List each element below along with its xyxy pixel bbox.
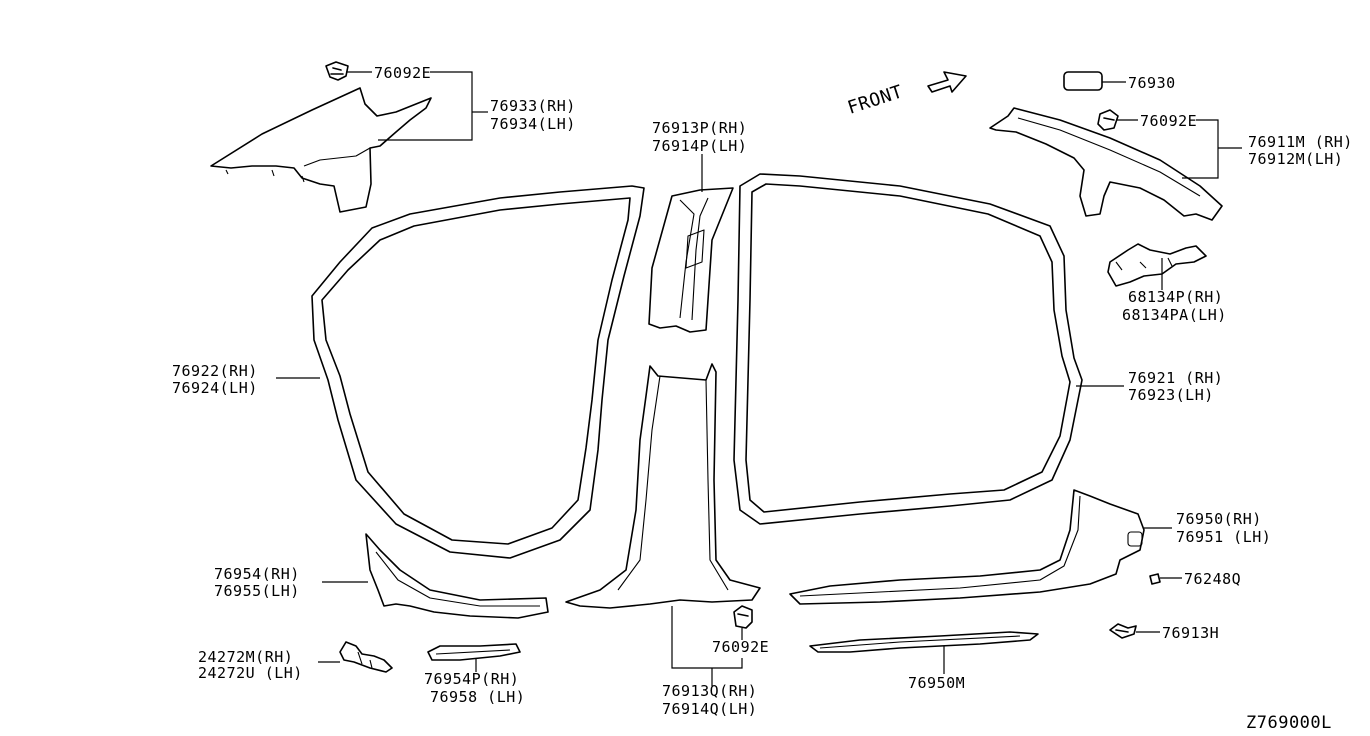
callout-76092e-top: 76092E	[374, 64, 431, 82]
diagram-code: Z769000L	[1246, 713, 1332, 733]
callout-76955-lh: 76955(LH)	[214, 582, 300, 600]
callout-68134pa-lh: 68134PA(LH)	[1122, 306, 1227, 324]
callout-76922-rh: 76922(RH)	[172, 362, 258, 380]
callout-76933-rh: 76933(RH)	[490, 97, 576, 115]
rear-kicking-plate	[365, 533, 549, 619]
callout-76954-rh: 76954(RH)	[214, 565, 300, 583]
callout-76924-lh: 76924(LH)	[172, 379, 258, 397]
clip-76092e-bottom	[733, 605, 753, 629]
clip-76913h	[1109, 623, 1137, 639]
callout-76950-rh: 76950(RH)	[1176, 510, 1262, 528]
clip-76092e-top	[325, 61, 349, 81]
front-direction-arrow	[927, 71, 967, 93]
front-pillar-trim	[989, 107, 1223, 221]
step-plate-76954p	[427, 643, 521, 661]
callout-76248q: 76248Q	[1184, 570, 1241, 588]
bracket-68134p	[1107, 243, 1207, 287]
rear-pillar-upper-trim	[210, 87, 432, 213]
callout-68134p-rh: 68134P(RH)	[1128, 288, 1223, 306]
rear-door-weatherstrip	[311, 185, 645, 559]
harness-clip-24272m	[339, 641, 393, 673]
callout-76913h: 76913H	[1162, 624, 1219, 642]
leader-lines	[276, 71, 1242, 686]
front-label: FRONT	[845, 81, 905, 118]
callout-76912m-lh: 76912M(LH)	[1248, 150, 1343, 168]
callout-76914q-lh: 76914Q(LH)	[662, 700, 757, 718]
step-plate-76950m	[809, 631, 1039, 653]
callout-76913p-rh: 76913P(RH)	[652, 119, 747, 137]
callout-76954p-rh: 76954P(RH)	[424, 670, 519, 688]
callout-76950m: 76950M	[908, 674, 965, 692]
b-pillar-upper-trim	[648, 187, 734, 333]
callout-76934-lh: 76934(LH)	[490, 115, 576, 133]
callout-24272u-lh: 24272U (LH)	[198, 664, 303, 682]
clip-76930	[1063, 71, 1103, 91]
front-door-weatherstrip	[733, 173, 1083, 525]
clip-76092e-right	[1097, 109, 1119, 131]
callout-76913q-rh: 76913Q(RH)	[662, 682, 757, 700]
b-pillar-lower-trim	[565, 363, 761, 609]
callout-24272m-rh: 24272M(RH)	[198, 648, 293, 666]
callout-76092e-bottom: 76092E	[712, 638, 769, 656]
callout-76921-rh: 76921 (RH)	[1128, 369, 1223, 387]
callout-76914p-lh: 76914P(LH)	[652, 137, 747, 155]
clip-76248q	[1149, 573, 1161, 585]
callout-76930: 76930	[1128, 74, 1176, 92]
callout-76923-lh: 76923(LH)	[1128, 386, 1214, 404]
callout-76951-lh: 76951 (LH)	[1176, 528, 1271, 546]
callout-76911m-rh: 76911M (RH)	[1248, 133, 1353, 151]
callout-76092e-right: 76092E	[1140, 112, 1197, 130]
front-kicking-plate	[789, 489, 1145, 605]
callout-76958-lh: 76958 (LH)	[430, 688, 525, 706]
callout-labels: 76092E 76933(RH) 76934(LH) 76913P(RH) 76…	[172, 64, 1353, 733]
